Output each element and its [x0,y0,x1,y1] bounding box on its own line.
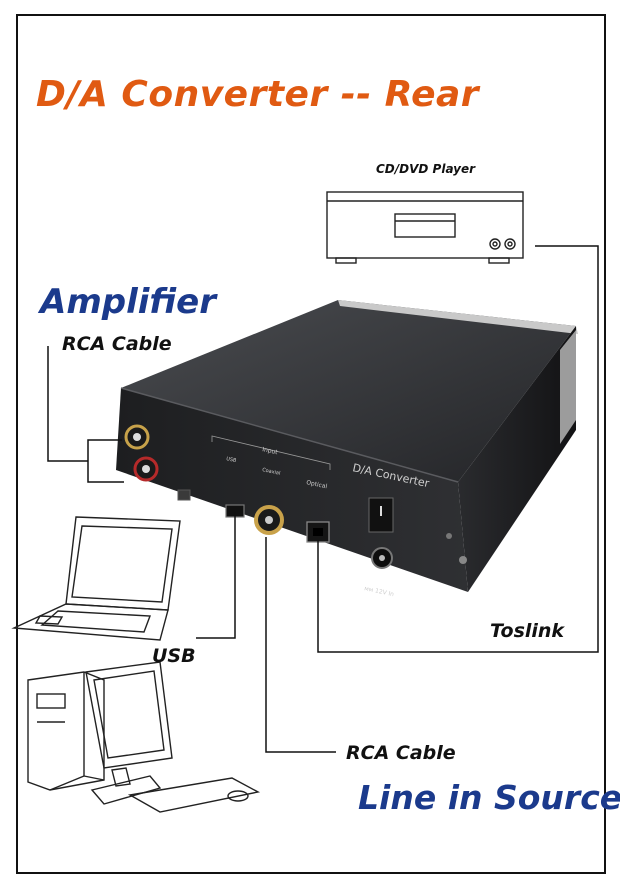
usb-line [196,512,236,639]
amplifier-label: Amplifier [40,282,216,322]
rca-cable-bottom-label: RCA Cable [346,742,456,764]
device-optical-text: Optical [306,479,329,490]
cd-player-icon [326,191,524,264]
cd-player-label: CD/DVD Player [376,162,476,176]
line-in-source-label: Line in Source [358,778,620,817]
device-input-text: Input [262,446,279,456]
usb-label: USB [152,645,196,667]
rca-input-line [265,537,336,753]
page-title: D/A Converter -- Rear [36,74,480,115]
rca-output-line [47,346,88,462]
rca-bracket [87,439,124,483]
dac-device: D/A Converter Input USB Coaxial Optical … [116,300,578,598]
device-coaxial-text: Coaxial [262,467,281,477]
laptop-icon [11,516,181,641]
toslink-line [317,245,599,653]
page-border [16,14,606,874]
device-power-text: ᴍᴍ 12V In [364,585,395,598]
desktop-pc-icon [27,661,261,813]
toslink-label: Toslink [490,620,565,642]
device-usb-text: USB [226,456,238,464]
rca-cable-top-label: RCA Cable [62,333,172,355]
